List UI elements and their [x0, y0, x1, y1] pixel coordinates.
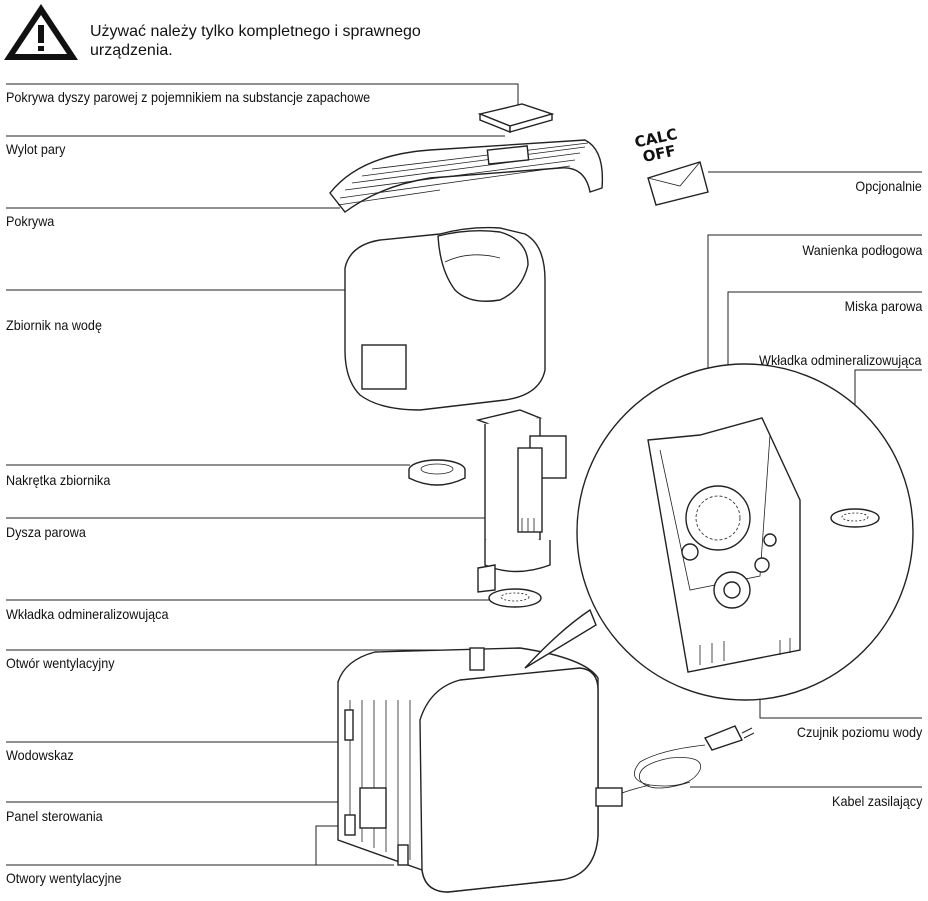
label-optional: Opcjonalnie: [855, 178, 922, 194]
tank-cap-part: [408, 459, 466, 486]
base-unit-part: [337, 647, 599, 893]
label-cover: Pokrywa: [6, 213, 55, 229]
label-power-cable: Kabel zasilający: [831, 793, 922, 809]
label-vent-openings: Otwory wentylacyjne: [6, 870, 122, 886]
warning-line-1: Używać należy tylko kompletnego i sprawn…: [90, 23, 421, 40]
label-water-level-sensor: Czujnik poziomu wody: [796, 724, 922, 740]
label-lid-cover: Pokrywa dyszy parowej z pojemnikiem na s…: [6, 89, 371, 105]
label-base-tray: Wanienka podłogowa: [801, 242, 922, 258]
calc-off-packet: [647, 161, 709, 206]
cover-part: [329, 139, 604, 213]
leader-lines-left: [6, 83, 519, 866]
label-demineral-insert-right: Wkładka odmineralizowująca: [759, 352, 922, 368]
water-tank-part: [344, 226, 546, 411]
zoom-detail-circle: [524, 363, 914, 701]
power-cable-part: [595, 725, 755, 807]
demineral-insert-right-part: [830, 508, 880, 528]
label-steam-nozzle: Dysza parowa: [6, 524, 86, 540]
label-demineral-insert-left: Wkładka odmineralizowująca: [6, 606, 169, 622]
warning-triangle-icon: [4, 4, 78, 60]
label-control-panel: Panel sterowania: [6, 808, 103, 824]
warning-line-2: urządzenia.: [90, 42, 173, 59]
warning-message: Używać należy tylko kompletnego i sprawn…: [90, 22, 421, 60]
demineral-insert-left-part: [488, 588, 542, 608]
label-tank-cap: Nakrętka zbiornika: [6, 472, 111, 488]
label-steam-outlet: Wylot pary: [6, 141, 66, 157]
label-water-tank: Zbiornik na wodę: [6, 317, 102, 333]
steam-nozzle-part: [475, 409, 567, 593]
lid-cover-part: [477, 103, 555, 134]
label-steam-bowl: Miska parowa: [844, 298, 922, 314]
label-vent-opening: Otwór wentylacyjny: [6, 655, 115, 671]
label-water-gauge: Wodowskaz: [6, 747, 74, 763]
